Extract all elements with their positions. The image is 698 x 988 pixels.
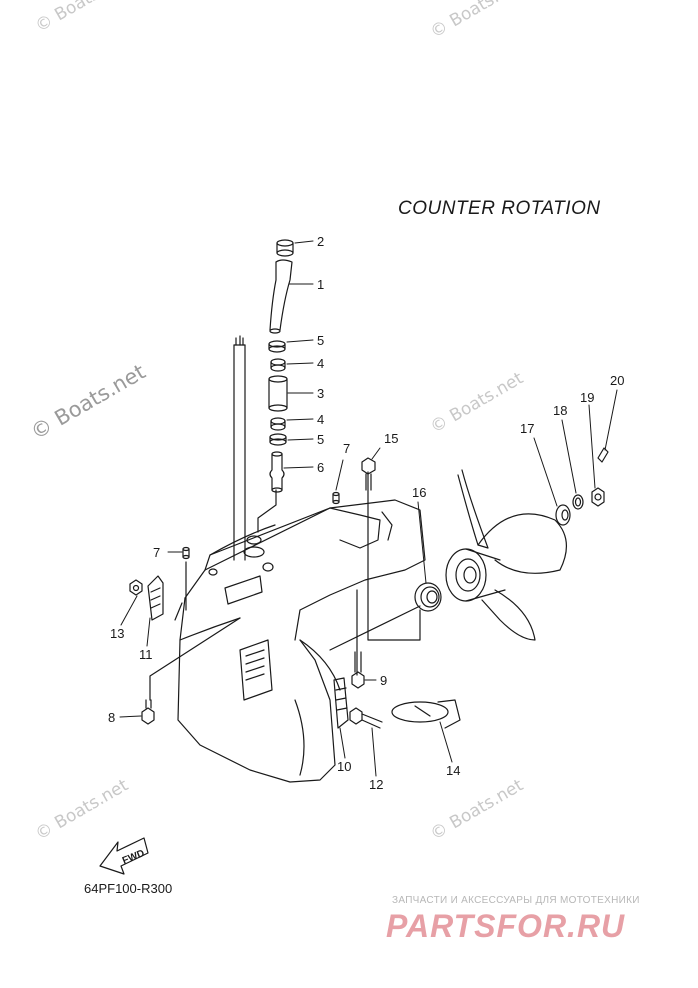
callout-20: 20 [610,373,624,388]
part-20-cotter-pin [597,447,609,463]
shop-logo: PARTSFOR.RU [386,908,626,944]
diagram-code: 64PF100-R300 [84,881,173,896]
callout-3: 3 [317,386,324,401]
callout-14: 14 [446,763,460,778]
callout-5-lower: 5 [317,432,324,447]
propeller [445,469,567,641]
part-10-anode [333,677,349,729]
part-17-washer [555,504,571,526]
callout-labels: 2 1 5 4 3 4 5 6 7 7 13 11 8 9 10 12 14 1… [108,234,624,792]
callout-7-right: 7 [343,441,350,456]
fwd-arrow-icon [99,837,149,875]
callout-18: 18 [553,403,567,418]
callout-15: 15 [384,431,398,446]
part-9-bolt [351,651,365,689]
part-8-bolt [141,699,155,725]
diagram-title: COUNTER ROTATION [398,198,601,219]
part-13-nut [129,579,143,596]
drive-shaft [233,335,246,561]
callout-10: 10 [337,759,351,774]
part-15-bolt [361,457,376,491]
callout-16: 16 [412,485,426,500]
callout-12: 12 [369,777,383,792]
fwd-label: FWD [121,848,146,867]
callout-8: 8 [108,710,115,725]
lower-unit-housing [174,499,426,783]
callout-13: 13 [110,626,124,641]
callout-11: 11 [139,647,153,662]
callout-6: 6 [317,460,324,475]
part-12-bolt [349,707,383,729]
callout-4-lower: 4 [317,412,324,427]
callout-17: 17 [520,421,534,436]
seal-stack [268,340,288,493]
callout-5-upper: 5 [317,333,324,348]
shop-caption: ЗАПЧАСТИ И АКСЕССУАРЫ ДЛЯ МОТОТЕХНИКИ [392,895,640,906]
part-2-grommet [276,239,294,257]
leader-lines [119,240,618,777]
part-18-washer [572,494,584,510]
part-7-dowel [182,491,340,560]
callout-2: 2 [317,234,324,249]
callout-4-upper: 4 [317,356,324,371]
part-1-water-tube [269,259,293,334]
callout-1: 1 [317,277,324,292]
guide-lines [149,471,421,701]
part-11-anode [147,575,164,621]
part-19-nut [591,487,605,507]
part-14-trim-tab [391,699,461,729]
callout-19: 19 [580,390,594,405]
part-16-seal [414,582,442,612]
callout-7-left: 7 [153,545,160,560]
callout-9: 9 [380,673,387,688]
